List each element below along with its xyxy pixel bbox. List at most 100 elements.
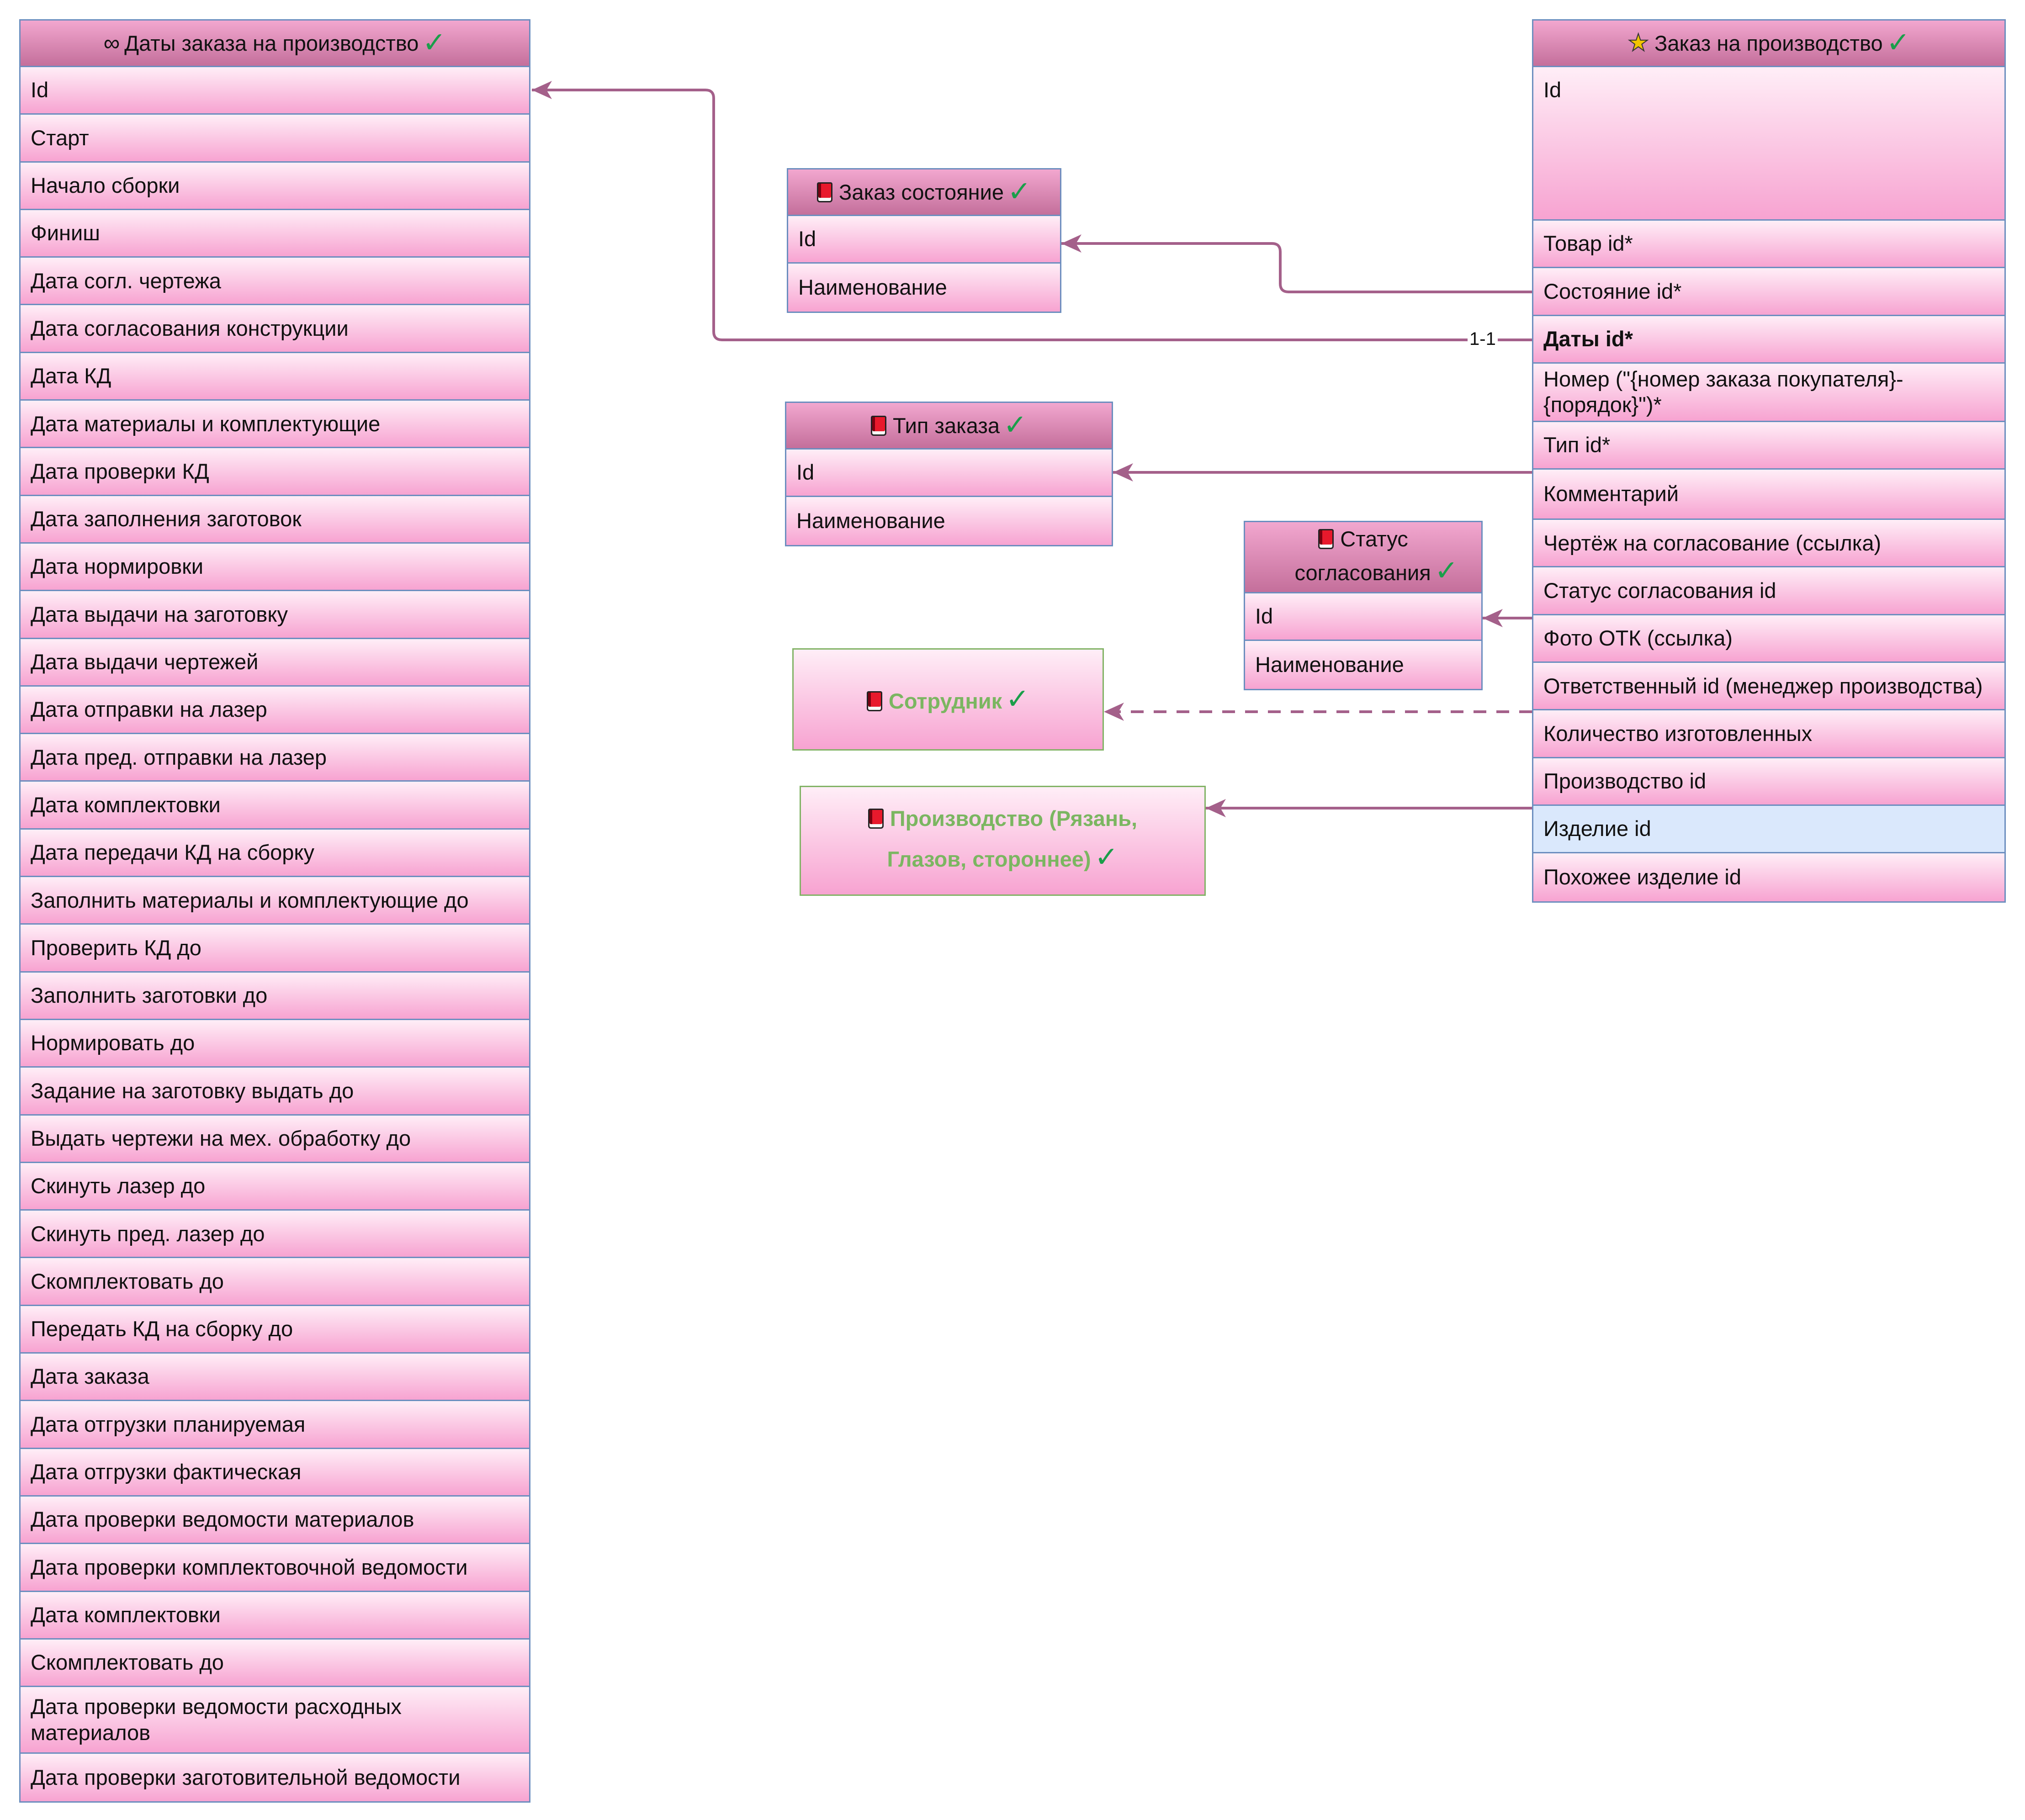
field-label: Дата пред. отправки на лазер <box>31 745 327 769</box>
entity-field-row[interactable]: Чертёж на согласование (ссылка) <box>1533 520 2004 568</box>
entity-field-row[interactable]: Id <box>21 67 529 115</box>
arrowhead-state <box>1061 234 1081 253</box>
field-label: Производство id <box>1543 769 1707 794</box>
ref-title-wrap: Сотрудник✓ <box>866 677 1029 721</box>
entity-field-row[interactable]: Дата проверки ведомости расходных матери… <box>21 1687 529 1754</box>
field-label: Нормировать до <box>31 1031 195 1055</box>
entity-field-row[interactable]: Комментарий <box>1533 470 2004 520</box>
entity-field-row[interactable]: Дата выдачи на заготовку <box>21 591 529 639</box>
book-icon <box>868 809 884 829</box>
entity-field-row[interactable]: Нормировать до <box>21 1020 529 1068</box>
entity-field-row[interactable]: Дата комплектовки <box>21 1592 529 1640</box>
entity-field-row[interactable]: Id <box>786 450 1112 497</box>
entity-field-row[interactable]: Дата проверки КД <box>21 448 529 496</box>
entity-field-row[interactable]: Даты id* <box>1533 316 2004 364</box>
entity-field-row[interactable]: Заполнить материалы и комплектующие до <box>21 877 529 925</box>
field-label: Состояние id* <box>1543 279 1682 303</box>
entity-field-row[interactable]: Дата отгрузки планируемая <box>21 1401 529 1449</box>
entity-field-row[interactable]: Номер ("{номер заказа покупателя}-{поряд… <box>1533 363 2004 422</box>
field-label: Дата отгрузки фактическая <box>31 1460 302 1484</box>
entity-field-row[interactable]: Скомплектовать до <box>21 1639 529 1688</box>
entity-field-row[interactable]: Заполнить заготовки до <box>21 972 529 1020</box>
ref-production[interactable]: Производство (Рязань, Глазов, стороннее)… <box>800 786 1206 896</box>
star-icon: ★ <box>1627 29 1649 57</box>
entity-field-row[interactable]: Количество изготовленных <box>1533 710 2004 758</box>
field-label: Скомплектовать до <box>31 1650 224 1675</box>
entity-field-row[interactable]: Дата согл. чертежа <box>21 258 529 306</box>
entity-field-row[interactable]: Ответственный id (менеджер производства) <box>1533 663 2004 711</box>
ref-employee[interactable]: Сотрудник✓ <box>792 648 1104 751</box>
field-label: Дата передачи КД на сборку <box>31 840 315 865</box>
book-icon <box>871 415 887 436</box>
field-label: Дата отправки на лазер <box>31 697 267 722</box>
entity-field-row[interactable]: Задание на заготовку выдать до <box>21 1068 529 1116</box>
entity-field-row[interactable]: Статус согласования id <box>1533 567 2004 615</box>
entity-field-row[interactable]: Фото ОТК (ссылка) <box>1533 615 2004 663</box>
entity-field-row[interactable]: Дата проверки комплектовочной ведомости <box>21 1544 529 1592</box>
field-label: Дата проверки КД <box>31 459 209 483</box>
entity-field-row[interactable]: Дата КД <box>21 353 529 401</box>
entity-field-row[interactable]: Дата согласования конструкции <box>21 305 529 353</box>
entity-field-row[interactable]: Дата пред. отправки на лазер <box>21 734 529 782</box>
entity-field-row[interactable]: Состояние id* <box>1533 268 2004 316</box>
entity-header[interactable]: ★ Заказ на производство ✓ <box>1533 21 2004 67</box>
entity-header[interactable]: Статус согласования✓ <box>1245 522 1481 593</box>
entity-field-row[interactable]: Проверить КД до <box>21 925 529 973</box>
field-label: Дата заказа <box>31 1364 149 1389</box>
entity-header[interactable]: Тип заказа ✓ <box>786 403 1112 450</box>
entity-field-row[interactable]: Выдать чертежи на мех. обработку до <box>21 1115 529 1163</box>
field-label: Чертёж на согласование (ссылка) <box>1543 530 1882 555</box>
entity-field-row[interactable]: Скинуть пред. лазер до <box>21 1211 529 1259</box>
entity-title: Заказ на производство <box>1654 31 1883 55</box>
entity-field-row[interactable]: Наименование <box>1245 641 1481 689</box>
entity-field-row[interactable]: Дата проверки заготовительной ведомости <box>21 1754 529 1802</box>
field-label: Комментарий <box>1543 481 1679 506</box>
entity-field-row[interactable]: Производство id <box>1533 758 2004 806</box>
entity-field-row[interactable]: Старт <box>21 115 529 163</box>
field-label: Дата материалы и комплектующие <box>31 411 381 436</box>
entity-field-row[interactable]: Финиш <box>21 210 529 258</box>
entity-title-wrap: Статус согласования✓ <box>1295 525 1458 590</box>
entity-field-row[interactable]: Начало сборки <box>21 162 529 210</box>
entity-field-row[interactable]: Скомплектовать до <box>21 1258 529 1306</box>
field-label: Id <box>1543 78 1562 102</box>
entity-field-row[interactable]: Дата отгрузки фактическая <box>21 1449 529 1497</box>
entity-field-row[interactable]: Id <box>1533 67 2004 221</box>
entity-field-row[interactable]: Изделие id <box>1533 805 2004 854</box>
entity-field-row[interactable]: Дата выдачи чертежей <box>21 639 529 687</box>
entity-header[interactable]: Заказ состояние ✓ <box>788 169 1060 216</box>
entity-field-row[interactable]: Скинуть лазер до <box>21 1163 529 1211</box>
entity-field-row[interactable]: Дата отправки на лазер <box>21 686 529 735</box>
entity-field-row[interactable]: Дата заполнения заготовок <box>21 496 529 544</box>
entity-field-row[interactable]: Товар id* <box>1533 221 2004 269</box>
entity-header[interactable]: ∞ Даты заказа на производство ✓ <box>21 21 529 67</box>
field-label: Id <box>31 78 49 102</box>
check-icon: ✓ <box>422 27 446 59</box>
field-label: Дата проверки комплектовочной ведомости <box>31 1555 468 1579</box>
field-label: Фото ОТК (ссылка) <box>1543 626 1733 651</box>
field-label: Дата нормировки <box>31 554 203 579</box>
entity-field-row[interactable]: Id <box>788 216 1060 264</box>
entity-field-row[interactable]: Наименование <box>786 497 1112 545</box>
ref-title-wrap: Производство (Рязань, Глазов, стороннее)… <box>838 802 1167 879</box>
book-icon <box>1318 529 1334 549</box>
entity-field-row[interactable]: Дата проверки ведомости материалов <box>21 1496 529 1545</box>
entity-field-row[interactable]: Дата нормировки <box>21 543 529 592</box>
field-label: Начало сборки <box>31 173 180 198</box>
entity-field-row[interactable]: Id <box>1245 593 1481 641</box>
entity-field-row[interactable]: Тип id* <box>1533 422 2004 470</box>
entity-field-row[interactable]: Дата передачи КД на сборку <box>21 829 529 878</box>
entity-field-row[interactable]: Наименование <box>788 264 1060 312</box>
entity-field-row[interactable]: Дата комплектовки <box>21 782 529 830</box>
entity-field-row[interactable]: Дата материалы и комплектующие <box>21 401 529 449</box>
entity-field-row[interactable]: Передать КД на сборку до <box>21 1306 529 1354</box>
entity-field-row[interactable]: Дата заказа <box>21 1354 529 1402</box>
field-label: Дата КД <box>31 364 111 388</box>
entity-field-row[interactable]: Похожее изделие id <box>1533 853 2004 901</box>
field-label: Номер ("{номер заказа покупателя}-{поряд… <box>1543 367 1903 417</box>
